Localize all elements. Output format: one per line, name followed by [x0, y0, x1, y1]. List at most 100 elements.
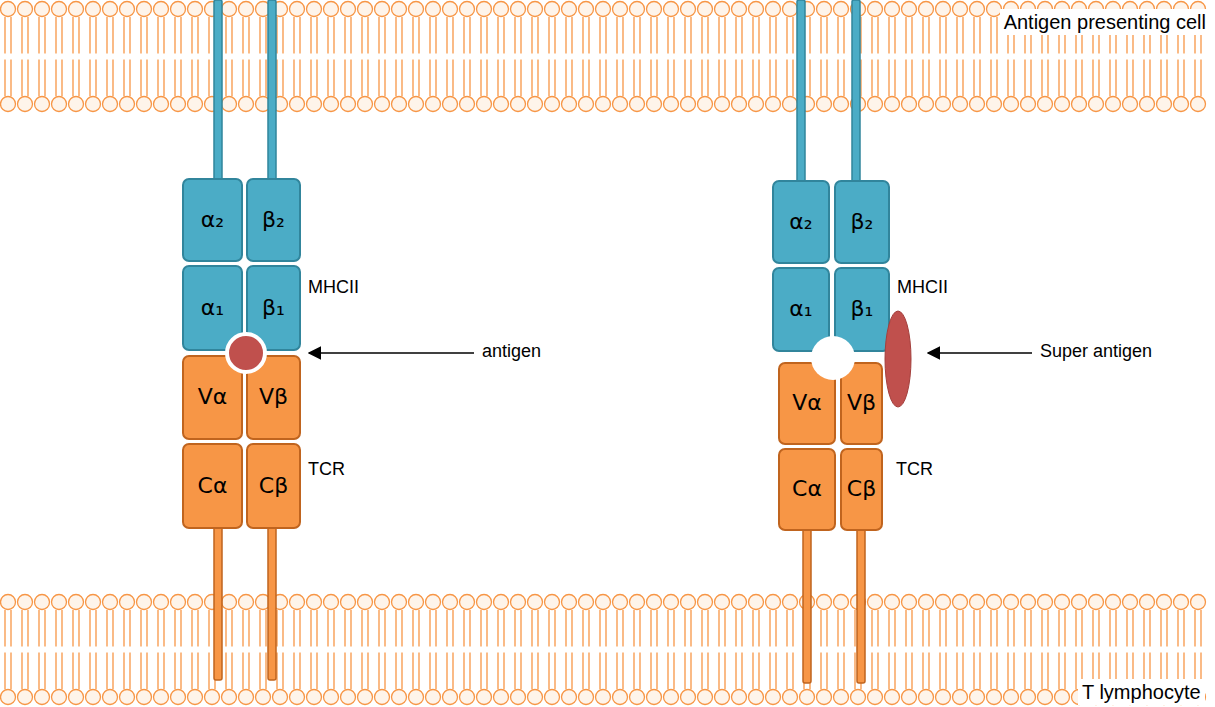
lipid-tail [259, 17, 260, 54]
lipid-head [341, 690, 356, 705]
lipid-head [613, 2, 628, 17]
tcr-cbeta-domain: Cβ [246, 443, 301, 529]
lipid-head [1, 595, 16, 610]
lipid-head [817, 97, 832, 112]
lipid-tail [384, 653, 385, 690]
lipid-head [154, 97, 169, 112]
lipid-tail [718, 653, 719, 690]
lipid-tail [293, 610, 294, 647]
lipid-tail [367, 17, 368, 54]
lipid-tail [990, 60, 991, 97]
lipid-tail [871, 60, 872, 97]
lipid-tail [463, 653, 464, 690]
lipid-tail [429, 60, 430, 97]
lipid-tail [21, 17, 22, 54]
lipid-head [783, 2, 798, 17]
lipid-head [647, 595, 662, 610]
lipid-tail [10, 60, 11, 97]
lipid-tail [701, 610, 702, 647]
lipid-tail [605, 17, 606, 54]
lipid-tail [945, 17, 946, 54]
lipid-tail [503, 60, 504, 97]
lipid-tail [888, 60, 889, 97]
lipid-head [511, 690, 526, 705]
lipid-tail [633, 60, 634, 97]
lipid-tail [956, 653, 957, 690]
lipid-tail [690, 653, 691, 690]
lipid-tail [1013, 653, 1014, 690]
lipid-tail [792, 610, 793, 647]
lipid-tail [367, 60, 368, 97]
lipid-head [188, 2, 203, 17]
lipid-tail [871, 17, 872, 54]
molecule-label: MHCII [308, 277, 359, 299]
lipid-tail [690, 610, 691, 647]
lipid-tail [633, 653, 634, 690]
lipid-head [205, 690, 220, 705]
domain-label: α₂ [201, 208, 224, 232]
lipid-tail [21, 653, 22, 690]
tcr-calpha-domain: Cα [778, 448, 836, 531]
lipid-tail [259, 653, 260, 690]
lipid-head [885, 2, 900, 17]
lipid-tail [344, 60, 345, 97]
domain-label: Vβ [847, 391, 876, 415]
tcr-cbeta-domain: Cβ [840, 448, 883, 531]
lipid-tail [129, 60, 130, 97]
lipid-head [222, 2, 237, 17]
lipid-tail [180, 60, 181, 97]
lipid-tail [61, 653, 62, 690]
lipid-head [1021, 595, 1036, 610]
lipid-tail [282, 653, 283, 690]
lipid-tail [1024, 610, 1025, 647]
lipid-tail [775, 60, 776, 97]
lipid-tail [1041, 653, 1042, 690]
lipid-tail [1200, 610, 1201, 647]
lipid-head [1072, 595, 1087, 610]
lipid-tail [231, 653, 232, 690]
lipid-head [1191, 595, 1206, 610]
lipid-head [511, 2, 526, 17]
lipid-tail [1064, 60, 1065, 97]
lipid-tail [928, 17, 929, 54]
lipid-tail [1007, 653, 1008, 690]
lipid-head [375, 595, 390, 610]
lipid-tail [520, 610, 521, 647]
lipid-tail [503, 610, 504, 647]
lipid-tail [1177, 60, 1178, 97]
lipid-tail [361, 60, 362, 97]
lipid-tail [1030, 610, 1031, 647]
lipid-tail [401, 610, 402, 647]
lipid-tail [10, 653, 11, 690]
lipid-tail [469, 60, 470, 97]
lipid-tail [55, 17, 56, 54]
lipid-tail [1132, 610, 1133, 647]
lipid-tail [616, 653, 617, 690]
lipid-head [647, 2, 662, 17]
lipid-head [222, 690, 237, 705]
lipid-tail [956, 17, 957, 54]
lipid-tail [605, 610, 606, 647]
lipid-head [1140, 595, 1155, 610]
lipid-tail [582, 17, 583, 54]
lipid-tail [140, 17, 141, 54]
lipid-tail [837, 60, 838, 97]
lipid-tail [38, 60, 39, 97]
lipid-head [545, 595, 560, 610]
lipid-tail [106, 653, 107, 690]
lipid-tail [922, 17, 923, 54]
lipid-tail [939, 610, 940, 647]
lipid-head [154, 595, 169, 610]
lipid-tail [293, 17, 294, 54]
lipid-tail [939, 17, 940, 54]
lipid-tail [129, 653, 130, 690]
lipid-head [868, 2, 883, 17]
lipid-tail [758, 60, 759, 97]
lipid-tail [129, 17, 130, 54]
lipid-head [936, 690, 951, 705]
lipid-head [630, 595, 645, 610]
lipid-tail [945, 653, 946, 690]
lipid-tail [384, 60, 385, 97]
lipid-head [154, 690, 169, 705]
lipid-head [69, 595, 84, 610]
